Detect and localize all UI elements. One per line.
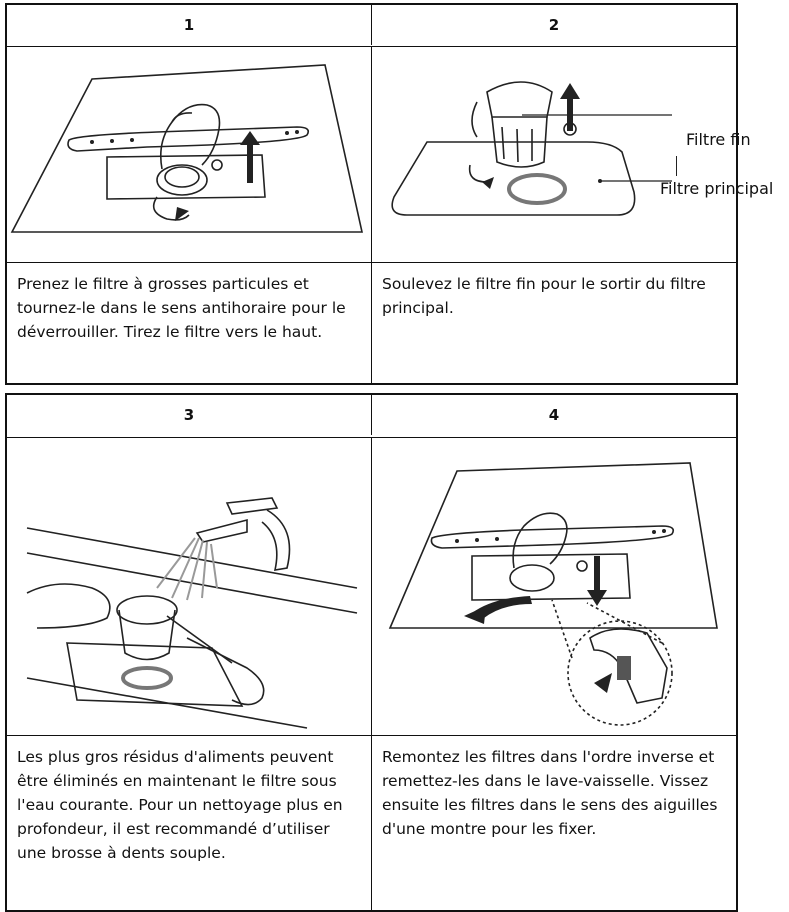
step-1-illustration xyxy=(7,47,371,262)
step-4-number: 4 xyxy=(371,395,736,435)
step-3-text: Les plus gros résidus d'aliments peuvent… xyxy=(17,748,343,862)
step-1-text: Prenez le filtre à grosses particules et… xyxy=(17,275,346,341)
step-2-text: Soulevez le filtre fin pour le sortir du… xyxy=(371,263,736,385)
fine-filter-label: Filtre fin xyxy=(686,130,751,149)
step-3-illustration xyxy=(7,438,371,735)
callout-connector xyxy=(676,156,677,176)
step-1-number: 1 xyxy=(183,16,195,34)
steps-panel-bottom: 3 4 xyxy=(5,393,738,912)
step-2-number: 2 xyxy=(371,5,736,45)
step-4-illustration xyxy=(371,438,736,735)
step-2-illustration xyxy=(371,47,736,262)
steps-panel-top: 1 2 xyxy=(5,3,738,385)
step-3-number: 3 xyxy=(183,406,195,424)
step-4-text: Remontez les filtres dans l'ordre invers… xyxy=(371,736,736,912)
main-filter-label: Filtre principal xyxy=(660,179,774,198)
